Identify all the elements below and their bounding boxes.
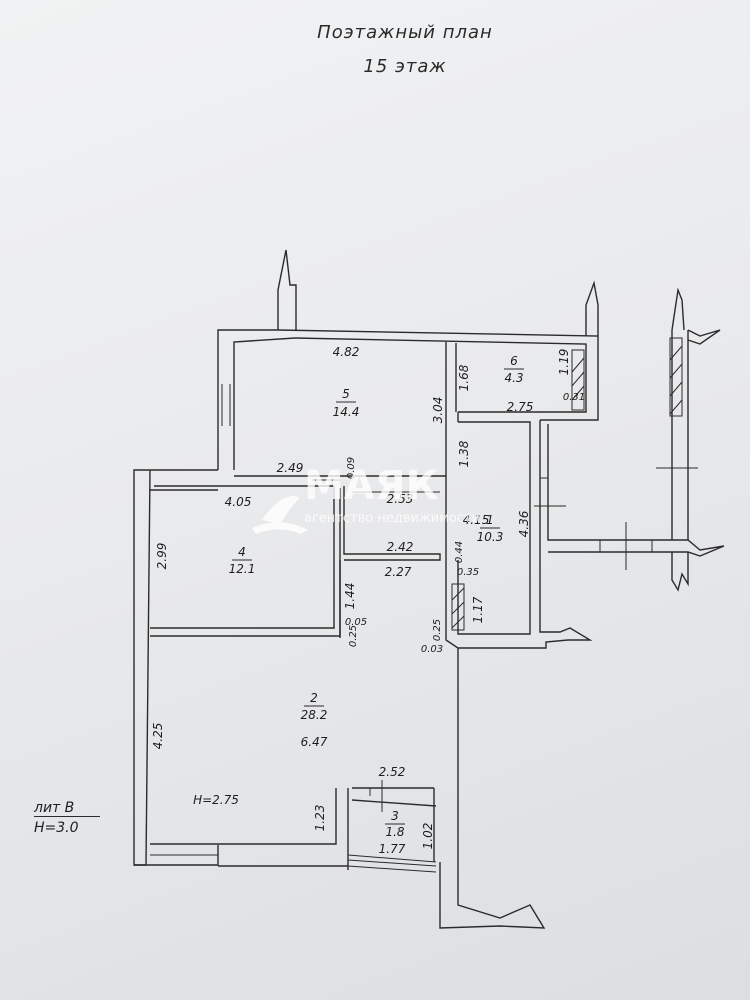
dim-r1-upper: 1.38 [457,440,471,467]
dim-r2-bottom: 1.23 [313,805,327,832]
agency-watermark: МАЯК агентство недвижимости [252,463,480,534]
dim-r3-width: 1.77 [379,842,406,856]
dim-r5-width: 4.82 [333,345,360,359]
dim-r1-width: 4.15 [463,513,490,527]
dim-corridor-top: 2.53 [387,492,414,506]
dim-r5-depth: 3.04 [431,397,445,424]
dim-r4-a: 0.25 [348,625,359,647]
dim-r4-depth: 2.99 [155,543,169,570]
label-underline [34,816,100,817]
dim-r1-vent-a: 0.44 [454,541,465,563]
watermark-brand: МАЯК [304,463,439,509]
dim-r2-depth: 4.25 [151,723,165,750]
dim-r6-wall: 0.31 [563,392,585,403]
room-2-area: 28.2 [301,708,328,722]
room-4-area: 12.1 [229,562,256,576]
room-2-number: 2 [310,691,318,705]
dim-r3-depth: 1.02 [421,823,435,850]
dim-corridor-mid: 2.42 [387,540,414,554]
dim-r6-width: 2.75 [507,400,534,414]
dim-r4-width: 4.05 [225,495,252,509]
dim-r3-top: 2.52 [379,765,406,779]
room-6-area: 4.3 [504,371,523,385]
dim-corridor-low: 2.27 [385,565,412,579]
dim-wall-009: 0.09 [346,457,357,479]
dim-r4-stub: 1.44 [343,583,357,610]
room-1-area: 10.3 [477,530,504,544]
room-3-number: 3 [391,809,399,823]
building-height-label: H=3.0 [34,820,79,836]
dim-r2-length: 6.47 [301,735,328,749]
watermark-tagline: агентство недвижимости [304,511,480,526]
dim-r5-bottom: 2.49 [277,461,304,475]
dim-r6-depth: 1.68 [457,364,471,391]
dim-r2-a: 0.25 [432,619,443,641]
plan-title: Поэтажный план [317,22,493,43]
building-lit-label: лит В [34,800,75,816]
room-1-number: 1 [486,513,494,527]
dim-r2-b: 0.03 [421,644,443,655]
room-5-area: 14.4 [333,405,360,419]
walls [133,249,725,929]
dim-r6-vent: 1.19 [557,349,571,376]
room-4-number: 4 [238,545,246,559]
dim-r4-b: 0.05 [345,617,367,628]
room-3-area: 1.8 [385,825,404,839]
vent-shafts [451,337,683,629]
room-6-number: 6 [510,354,518,368]
dim-r1-lower: 1.17 [471,596,485,623]
room-height: H=2.75 [193,793,239,807]
dim-r1-vent-b: 0.35 [457,567,479,578]
dim-r1-depth: 4.36 [517,510,531,537]
floor-label: 15 этаж [363,56,447,77]
room-5-number: 5 [342,387,350,401]
